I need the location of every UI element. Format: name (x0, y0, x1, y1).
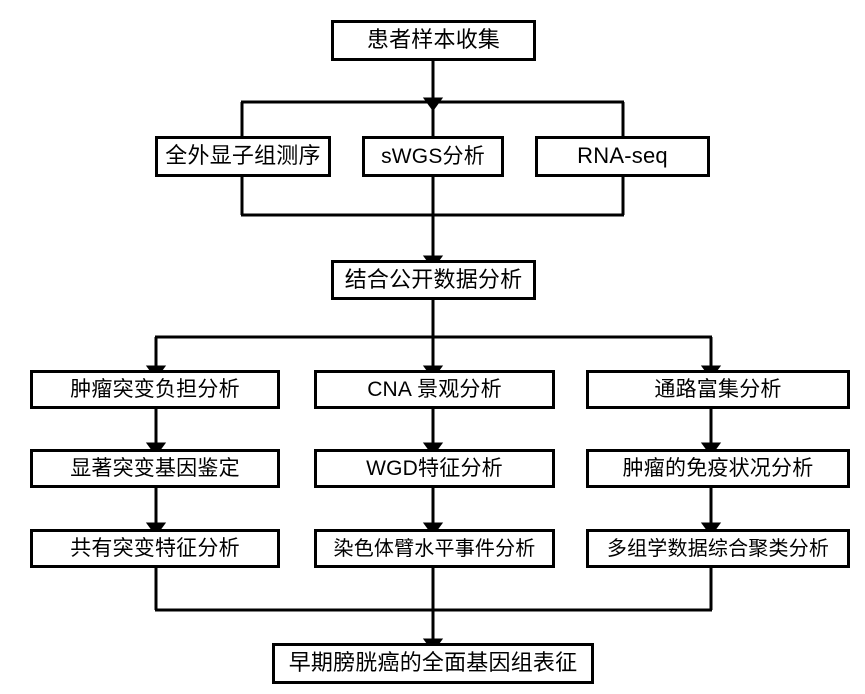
node-public-data-analysis[interactable]: 结合公开数据分析 (331, 260, 536, 300)
node-swgs[interactable]: sWGS分析 (362, 136, 504, 177)
node-label: 通路富集分析 (654, 377, 782, 401)
node-patient-sample-collection[interactable]: 患者样本收集 (331, 20, 536, 61)
node-label: 早期膀胱癌的全面基因组表征 (288, 650, 578, 676)
node-label: WGD特征分析 (366, 456, 503, 480)
node-label: 全外显子组测序 (165, 143, 321, 169)
node-rnaseq[interactable]: RNA-seq (535, 136, 710, 177)
node-label: RNA-seq (577, 143, 668, 169)
node-label: 共有突变特征分析 (70, 536, 240, 560)
node-label: 多组学数据综合聚类分析 (606, 537, 830, 560)
node-label: CNA 景观分析 (367, 377, 502, 401)
node-pathway-enrichment-analysis[interactable]: 通路富集分析 (586, 370, 850, 409)
node-tumor-immune-status[interactable]: 肿瘤的免疫状况分析 (586, 449, 850, 488)
node-shared-mutation-signature[interactable]: 共有突变特征分析 (30, 529, 280, 568)
node-significant-mutated-genes[interactable]: 显著突变基因鉴定 (30, 449, 280, 488)
node-label: 显著突变基因鉴定 (70, 456, 240, 480)
node-label: 肿瘤的免疫状况分析 (622, 456, 814, 480)
node-wgd-signature-analysis[interactable]: WGD特征分析 (314, 449, 555, 488)
node-wes[interactable]: 全外显子组测序 (155, 136, 331, 177)
node-label: 患者样本收集 (366, 27, 501, 53)
node-final-characterization[interactable]: 早期膀胱癌的全面基因组表征 (272, 643, 594, 684)
node-label: 肿瘤突变负担分析 (70, 377, 240, 401)
node-arm-level-events[interactable]: 染色体臂水平事件分析 (314, 529, 555, 568)
node-multiomics-clustering[interactable]: 多组学数据综合聚类分析 (586, 529, 850, 568)
node-cna-landscape-analysis[interactable]: CNA 景观分析 (314, 370, 555, 409)
node-label: sWGS分析 (381, 144, 485, 168)
node-label: 结合公开数据分析 (344, 266, 523, 292)
node-label: 染色体臂水平事件分析 (333, 537, 536, 560)
node-tmb-analysis[interactable]: 肿瘤突变负担分析 (30, 370, 280, 409)
